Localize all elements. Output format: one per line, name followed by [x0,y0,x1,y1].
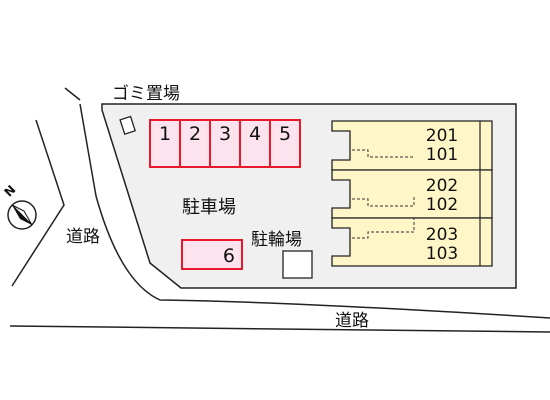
unit-202: 202 [425,176,459,196]
parking-slot-5: 5 [269,119,301,168]
parking-slot-2: 2 [179,119,211,168]
unit-201: 201 [425,126,459,146]
unit-102: 102 [425,195,459,215]
road-left-label: 道路 [66,227,100,247]
building-block-1 [331,120,493,171]
stair-dashed-paths [352,149,415,239]
bicycle-label: 駐輪場 [251,230,302,250]
parking-slot-6: 6 [181,239,243,270]
bicycle-shed [282,250,313,279]
trash-box [119,115,136,135]
building [331,120,493,267]
building-block-3 [331,217,493,267]
parking-slot-4: 4 [239,119,271,168]
unit-101: 101 [425,145,459,165]
unit-103: 103 [425,244,459,264]
road-lines [9,87,550,333]
trash-label: ゴミ置場 [112,84,180,104]
compass-icon [7,200,37,230]
road-bottom-label: 道路 [335,311,369,331]
unit-203: 203 [425,225,459,245]
parking-slot-3: 3 [209,119,241,168]
parking-label: 駐車場 [182,197,236,218]
parking-slot-1: 1 [149,119,181,168]
